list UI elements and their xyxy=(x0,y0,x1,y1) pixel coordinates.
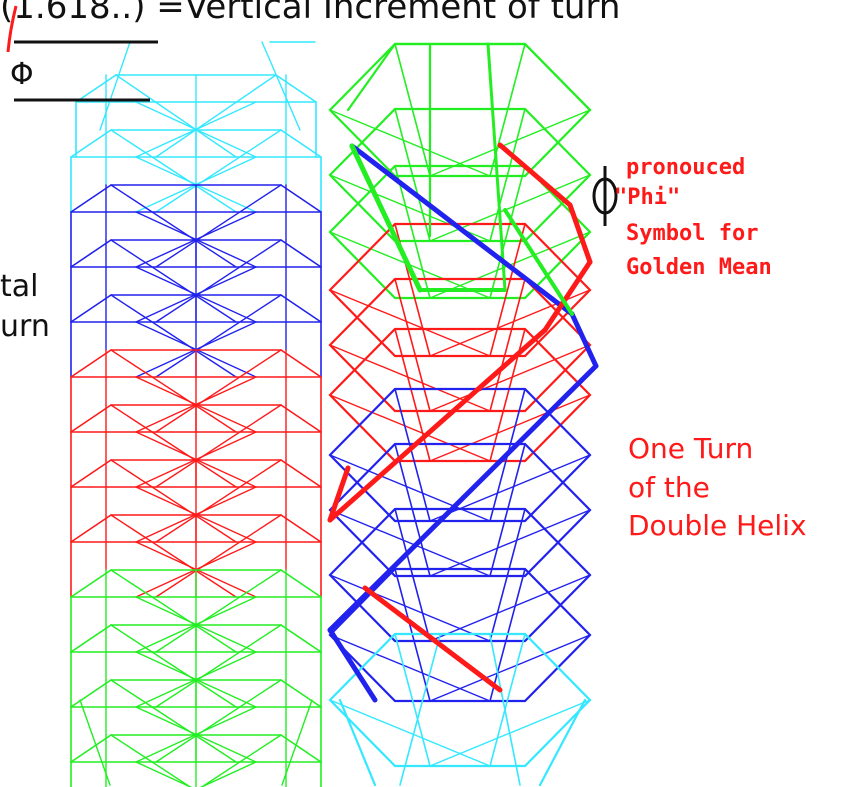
left-hexagon-lattice xyxy=(71,42,321,787)
phi-note-line-2: "Phi" xyxy=(614,185,680,210)
lattice-edge xyxy=(281,680,321,707)
blue-strand-segment xyxy=(330,630,375,700)
lattice-edge xyxy=(281,350,321,377)
lattice-edge xyxy=(281,625,321,652)
left-partial-label-1: tal xyxy=(0,269,38,304)
red-strand-segment xyxy=(365,588,500,690)
lattice-edge xyxy=(281,735,321,762)
lattice-edge xyxy=(71,735,111,762)
turn-label-2: of the xyxy=(628,471,710,504)
lattice-edge xyxy=(71,515,111,542)
lattice-edge xyxy=(490,635,520,785)
lattice-edge xyxy=(71,240,111,267)
lattice-edge xyxy=(71,570,111,597)
lattice-edge xyxy=(281,240,321,267)
lattice-edge xyxy=(71,460,111,487)
top-formula-label: (1.618..) =Vertical Increment of turn xyxy=(0,0,620,27)
lattice-edge xyxy=(71,350,111,377)
lattice-edge xyxy=(430,455,590,521)
lattice-edge xyxy=(340,700,375,785)
lattice-edge xyxy=(281,130,321,157)
lattice-edge xyxy=(281,460,321,487)
lattice-edge xyxy=(71,405,111,432)
lattice-edge xyxy=(525,44,590,110)
lattice-edge xyxy=(395,329,430,461)
lattice-edge xyxy=(71,185,111,212)
lattice-edge xyxy=(281,515,321,542)
right-helix-lattice xyxy=(330,44,590,785)
lattice-edge xyxy=(281,295,321,322)
lattice-edge xyxy=(430,575,590,641)
lattice-edge xyxy=(71,680,111,707)
lattice-edge xyxy=(71,130,111,157)
lattice-edge xyxy=(348,44,395,110)
turn-label-1: One Turn xyxy=(628,432,753,465)
lattice-edge xyxy=(262,42,300,130)
lattice-edge xyxy=(71,295,111,322)
lattice-edge xyxy=(330,455,490,521)
lattice-edge xyxy=(281,405,321,432)
lattice-edge xyxy=(330,290,490,356)
phi-note-line-1: pronouced xyxy=(626,155,745,180)
turn-label-3: Double Helix xyxy=(628,509,807,542)
phi-note-line-3: Symbol for xyxy=(626,221,758,246)
phi-note-line-4: Golden Mean xyxy=(626,255,772,280)
lattice-edge xyxy=(400,635,440,785)
phi-glyph-right xyxy=(594,166,616,226)
lattice-edge xyxy=(281,570,321,597)
left-partial-label-2: urn xyxy=(0,309,50,344)
helix-hexagon-ring xyxy=(330,329,590,461)
lattice-edge xyxy=(281,185,321,212)
phi-symbol-left: Φ xyxy=(10,57,34,92)
lattice-edge xyxy=(71,625,111,652)
lattice-edge xyxy=(76,75,116,102)
lattice-edge xyxy=(100,42,130,130)
